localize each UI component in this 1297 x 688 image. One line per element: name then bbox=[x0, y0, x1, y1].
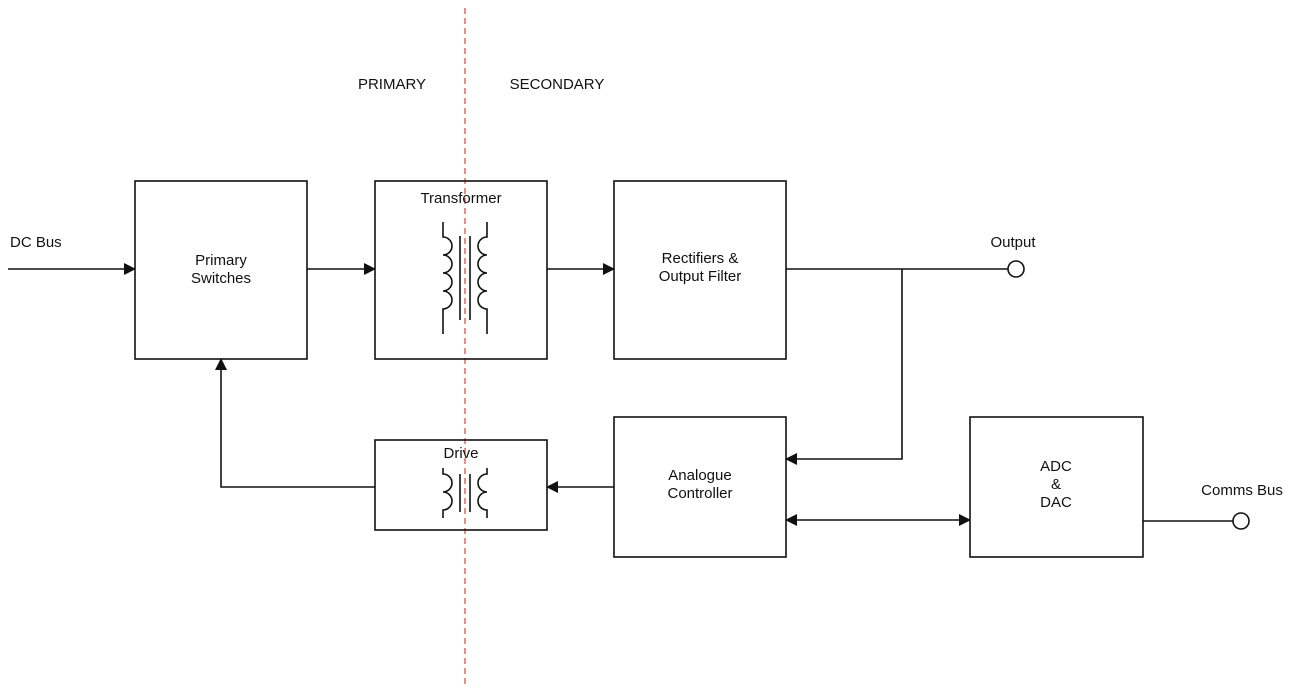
analogue-controller-label: Analogue Controller bbox=[667, 467, 732, 503]
secondary-region-label: SECONDARY bbox=[509, 76, 605, 93]
analogue-controller-block bbox=[613, 416, 787, 558]
comms-bus-label: Comms Bus bbox=[1201, 482, 1283, 499]
primary-switches-line2: Switches bbox=[190, 270, 252, 287]
adc-dac-line2: & bbox=[1050, 476, 1062, 493]
dc-bus-label: DC Bus bbox=[10, 234, 62, 251]
rectifiers-line1: Rectifiers & bbox=[661, 250, 739, 267]
analogue-controller-line2: Controller bbox=[667, 485, 733, 502]
drive-title: Drive bbox=[443, 445, 479, 462]
drive-to-switches-wire bbox=[215, 358, 375, 488]
output-feedback-wire bbox=[785, 269, 903, 465]
primary-switches-label: Primary Switches bbox=[191, 252, 251, 288]
output-label: Output bbox=[990, 234, 1036, 251]
adc-dac-label: ADC & DAC bbox=[1040, 458, 1072, 512]
adc-dac-block bbox=[969, 416, 1144, 558]
comms-bus-terminal-icon bbox=[1232, 512, 1250, 530]
primary-region-label: PRIMARY bbox=[357, 76, 427, 93]
adc-dac-line3: DAC bbox=[1040, 494, 1072, 511]
rectifiers-line2: Output Filter bbox=[658, 268, 742, 285]
transformer-symbol-icon bbox=[442, 222, 488, 334]
primary-switches-line1: Primary bbox=[195, 252, 247, 269]
transformer-title: Transformer bbox=[420, 190, 502, 207]
primary-switches-block bbox=[134, 180, 308, 360]
drive-transformer-icon bbox=[442, 468, 488, 518]
rectifiers-label: Rectifiers & Output Filter bbox=[659, 250, 742, 286]
adc-dac-line1: ADC bbox=[1040, 458, 1072, 475]
output-terminal-icon bbox=[1007, 260, 1025, 278]
rectifiers-block bbox=[613, 180, 787, 360]
analogue-controller-line1: Analogue bbox=[668, 467, 732, 484]
